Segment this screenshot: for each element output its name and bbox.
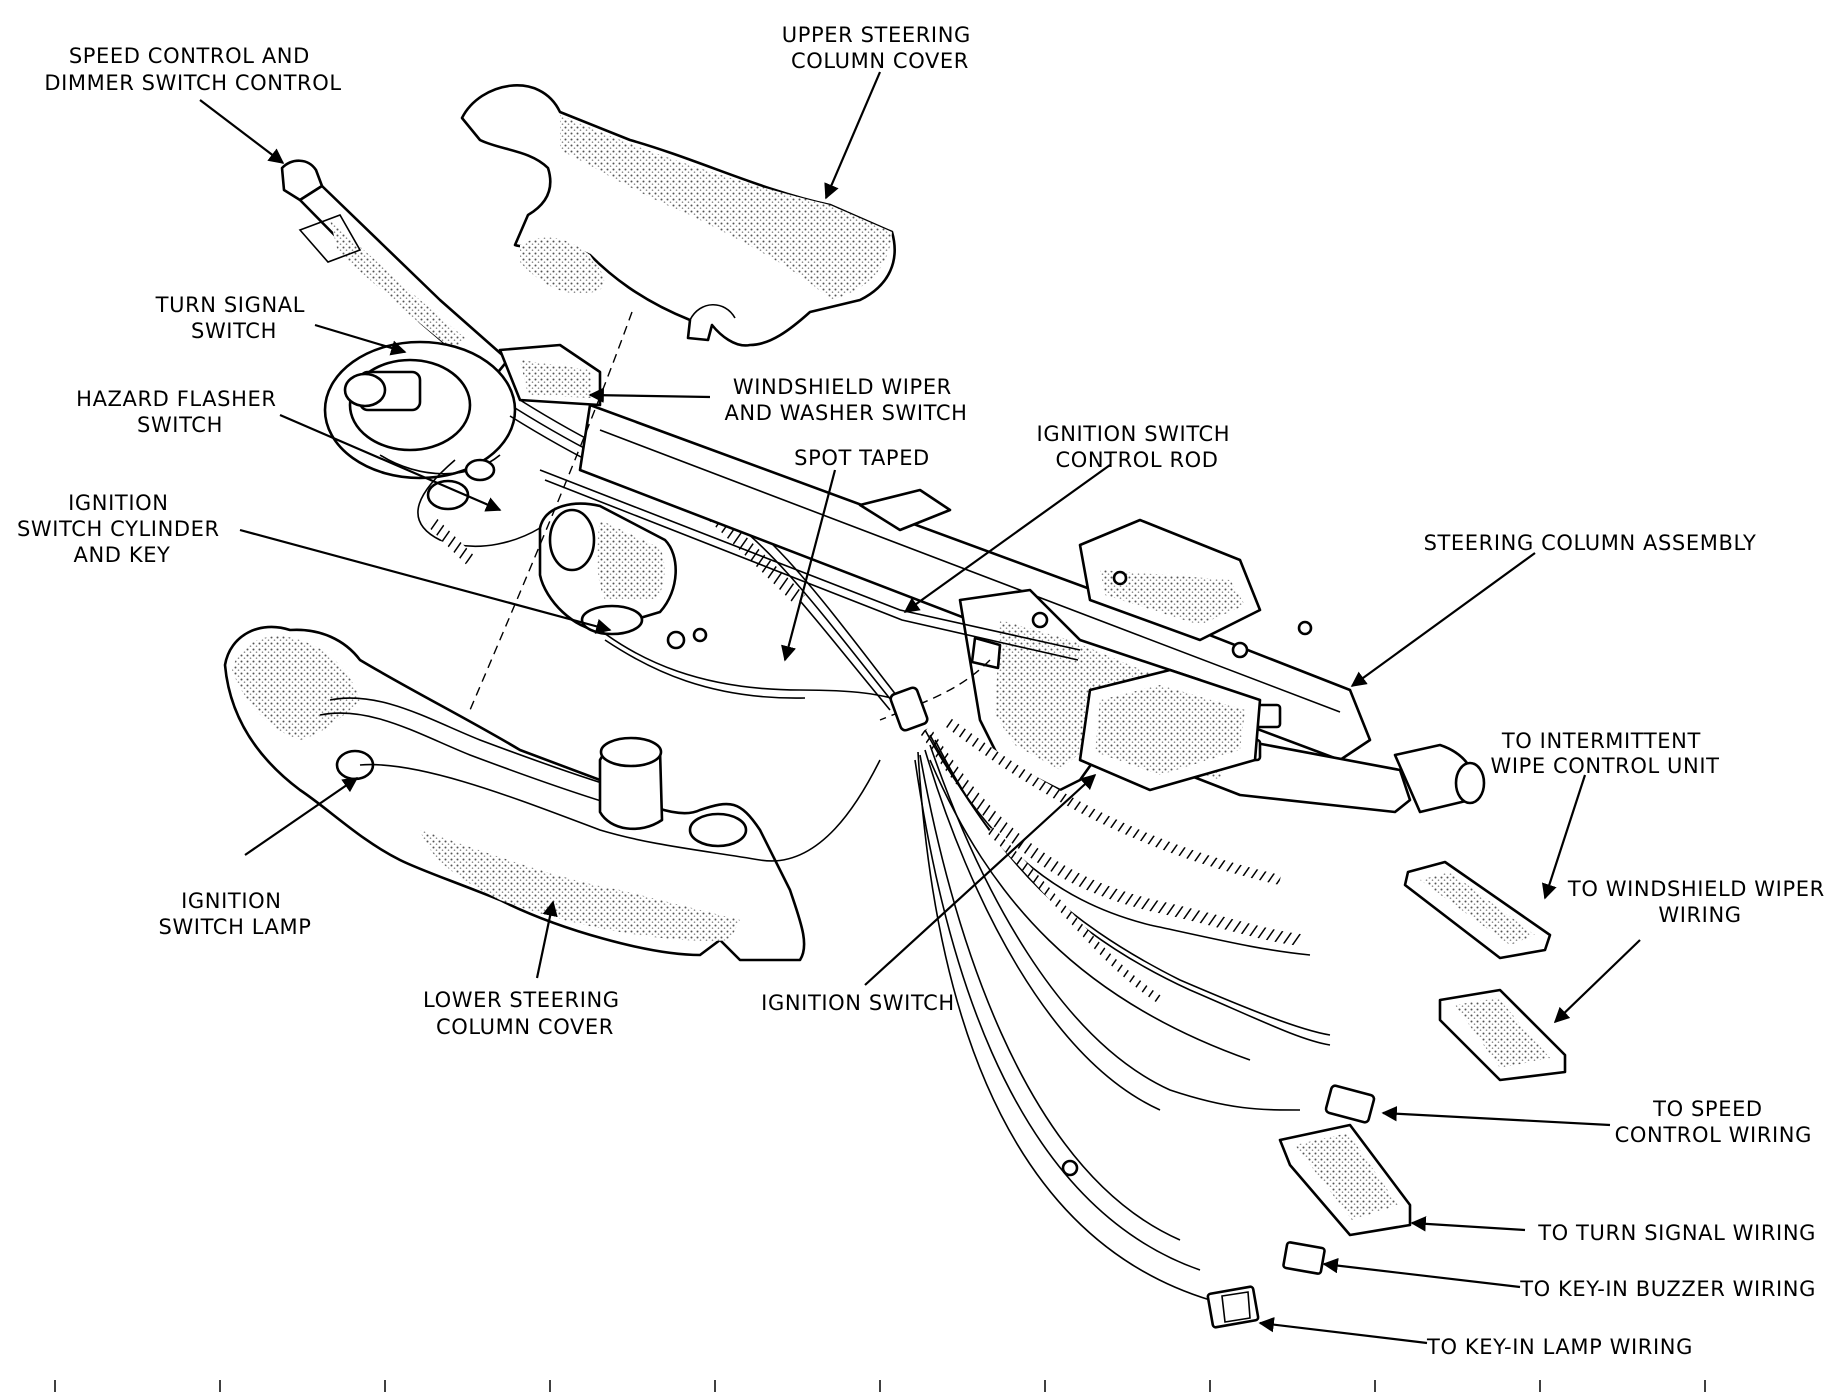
lower-steering-column-cover (223, 625, 881, 962)
label-windshield-wiper-washer-switch: WINDSHIELD WIPER AND WASHER SWITCH (724, 375, 967, 425)
label-to-turn-signal-wiring: TO TURN SIGNAL WIRING (1537, 1221, 1816, 1245)
connector-windshield-wiper (1438, 988, 1567, 1082)
connector-speed-control (1324, 1084, 1376, 1124)
label-ignition-switch: IGNITION SWITCH (761, 991, 955, 1015)
label-ignition-switch-lamp: IGNITION SWITCH LAMP (159, 889, 312, 939)
label-upper-steering-column-cover: UPPER STEERING COLUMN COVER (782, 23, 978, 73)
switch-housing (323, 340, 602, 511)
label-speed-control-dimmer: SPEED CONTROL AND DIMMER SWITCH CONTROL (44, 44, 341, 95)
label-ignition-switch-cylinder-key: IGNITION SWITCH CYLINDER AND KEY (17, 491, 227, 567)
label-to-intermittent-wipe-control-unit: TO INTERMITTENT WIPE CONTROL UNIT (1490, 729, 1719, 778)
label-to-speed-control-wiring: TO SPEED CONTROL WIRING (1615, 1097, 1812, 1147)
connector-intermittent-wipe (1403, 860, 1552, 960)
label-hazard-flasher-switch: HAZARD FLASHER SWITCH (76, 387, 284, 437)
artwork (223, 84, 1567, 1329)
label-steering-column-assembly: STEERING COLUMN ASSEMBLY (1424, 531, 1757, 555)
label-lower-steering-column-cover: LOWER STEERING COLUMN COVER (423, 988, 627, 1039)
ignition-cylinder (538, 502, 708, 650)
connector-key-in-lamp (1206, 1285, 1260, 1329)
label-turn-signal-switch: TURN SIGNAL SWITCH (155, 293, 313, 343)
label-to-key-in-buzzer-wiring: TO KEY-IN BUZZER WIRING (1519, 1277, 1816, 1301)
leader-lines (199, 71, 1641, 1345)
steering-column-body (578, 403, 1486, 814)
label-spot-taped: SPOT TAPED (794, 446, 930, 470)
label-to-windshield-wiper-wiring: TO WINDSHIELD WIPER WIRING (1567, 877, 1824, 927)
connector-turn-signal (1278, 1123, 1412, 1237)
connector-key-in-buzzer (1282, 1241, 1326, 1275)
ignition-switch-control-rod (539, 469, 1081, 670)
page-bottom-ticks (54, 1380, 1706, 1392)
labels: SPEED CONTROL AND DIMMER SWITCH CONTROL … (17, 23, 1824, 1359)
label-ignition-switch-control-rod: IGNITION SWITCH CONTROL ROD (1037, 422, 1238, 472)
label-to-key-in-lamp-wiring: TO KEY-IN LAMP WIRING (1426, 1335, 1693, 1359)
wiring-harness (889, 686, 1331, 1301)
upper-steering-column-cover (460, 84, 896, 347)
